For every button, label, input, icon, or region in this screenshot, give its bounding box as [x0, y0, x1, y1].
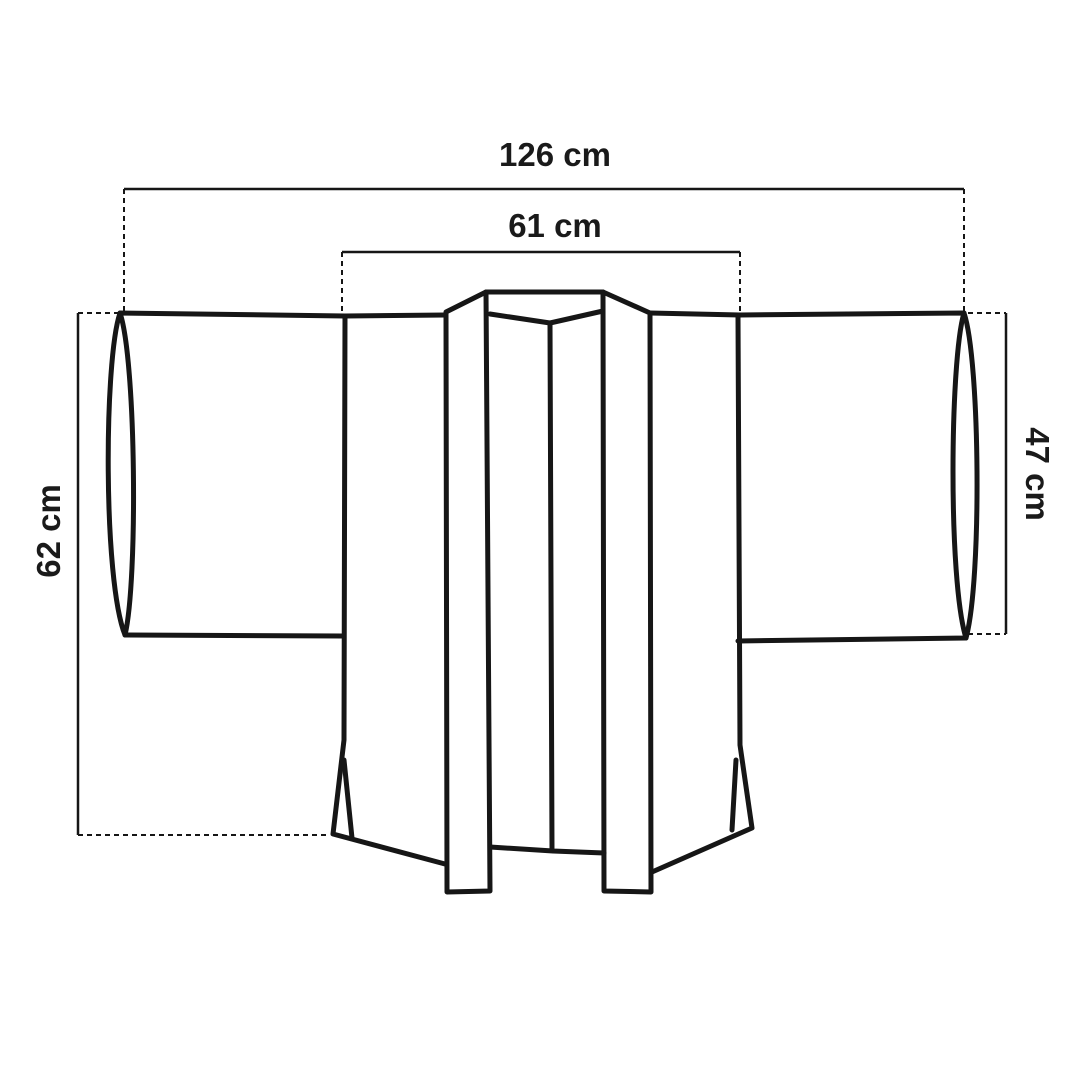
left-collar-band	[443, 289, 493, 895]
total-width-label: 126 cm	[499, 136, 611, 173]
sleeve-opening-label: 47 cm	[1019, 427, 1056, 521]
back-hem	[487, 844, 607, 856]
right-sleeve	[647, 310, 980, 644]
length-label: 62 cm	[30, 484, 67, 578]
kimono-garment	[105, 289, 980, 895]
dimension-total-width: 126 cm	[123, 136, 965, 314]
right-collar-band	[600, 289, 654, 895]
center-back-seam	[547, 320, 555, 853]
body-width-label: 61 cm	[508, 207, 602, 244]
back-neckline	[487, 308, 606, 326]
right-sleeve-cuff	[950, 310, 969, 641]
dimension-sleeve-opening: 47 cm	[968, 312, 1056, 635]
left-body-panel	[330, 313, 448, 867]
dimension-body-width: 61 cm	[341, 207, 741, 314]
left-sleeve-cuff	[117, 310, 137, 638]
right-side-slit	[729, 757, 739, 833]
left-sleeve	[105, 310, 449, 639]
dimension-length: 62 cm	[30, 312, 330, 836]
left-side-slit	[341, 757, 355, 841]
right-body-panel	[649, 313, 755, 875]
